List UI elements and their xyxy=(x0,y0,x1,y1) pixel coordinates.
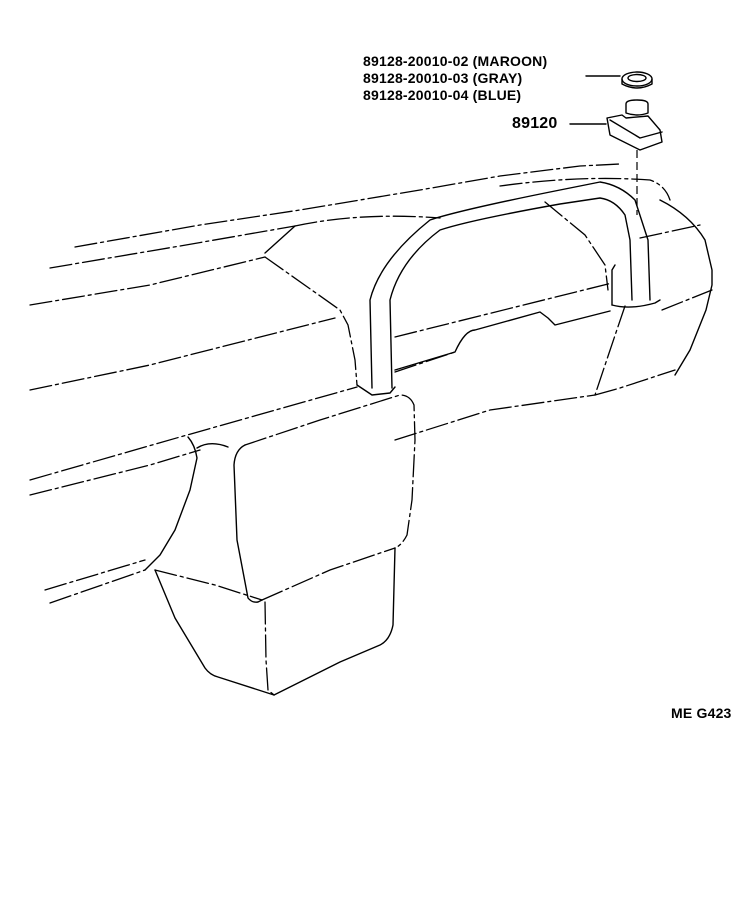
panel-top-notch xyxy=(264,225,296,254)
panel-top-edge-2 xyxy=(49,225,296,269)
panel-top-edge xyxy=(74,163,621,248)
box-left-nub xyxy=(196,443,229,449)
face-recess xyxy=(394,310,611,371)
figure-code: ME G423 xyxy=(671,705,732,721)
face-line-2 xyxy=(394,351,456,373)
face-slope xyxy=(544,201,609,291)
part-variant-gray: 89128-20010-03 (GRAY) xyxy=(363,70,522,87)
cap-inner xyxy=(627,73,647,83)
box-left-bracket xyxy=(144,436,198,571)
part-number: 89128-20010-02 xyxy=(363,53,469,69)
part-variant-maroon: 89128-20010-02 (MAROON) xyxy=(363,53,547,70)
panel-upper-line xyxy=(29,256,266,306)
face-line-1 xyxy=(394,282,613,338)
panel-slope xyxy=(264,256,358,386)
end-cap-outline xyxy=(659,199,713,376)
handle-foot-right xyxy=(611,264,616,306)
main-part-callout: 89120 xyxy=(512,115,558,132)
button-base-edge xyxy=(609,119,663,139)
handle-foot-right-base xyxy=(611,299,661,308)
part-color: (MAROON) xyxy=(472,53,548,69)
panel-bottom-left-2 xyxy=(49,569,146,604)
cap-rim xyxy=(621,78,653,89)
box-lower-left xyxy=(154,569,275,696)
box-left-slope xyxy=(154,569,263,601)
panel-lower-line xyxy=(29,386,358,481)
panel-mid-line xyxy=(29,317,336,391)
part-color: (BLUE) xyxy=(472,87,522,103)
part-number: 89128-20010-03 xyxy=(363,70,469,86)
box-upper-top xyxy=(244,394,416,549)
panel-bottom-left xyxy=(44,559,146,591)
part-number: 89128-20010-04 xyxy=(363,87,469,103)
box-lower-vertical xyxy=(264,601,275,696)
handle-outer xyxy=(369,181,651,389)
box-lower-right xyxy=(273,547,396,696)
button-top xyxy=(625,99,649,116)
handle-base xyxy=(356,384,396,396)
end-cap-lower xyxy=(661,289,713,311)
button-base xyxy=(606,114,663,151)
end-cap-rim xyxy=(639,224,701,239)
end-cap-top xyxy=(499,177,671,201)
panel-lower-line-2 xyxy=(29,449,201,496)
face-curve-right xyxy=(594,305,626,396)
box-mid-edge xyxy=(261,547,396,601)
panel-bottom-long xyxy=(394,394,596,441)
panel-curve-top xyxy=(294,215,441,227)
handle-inner xyxy=(389,197,633,389)
part-variant-blue: 89128-20010-04 (BLUE) xyxy=(363,87,521,104)
part-color: (GRAY) xyxy=(472,70,523,86)
end-cap-bottom xyxy=(594,369,676,396)
box-upper-face xyxy=(233,444,263,603)
